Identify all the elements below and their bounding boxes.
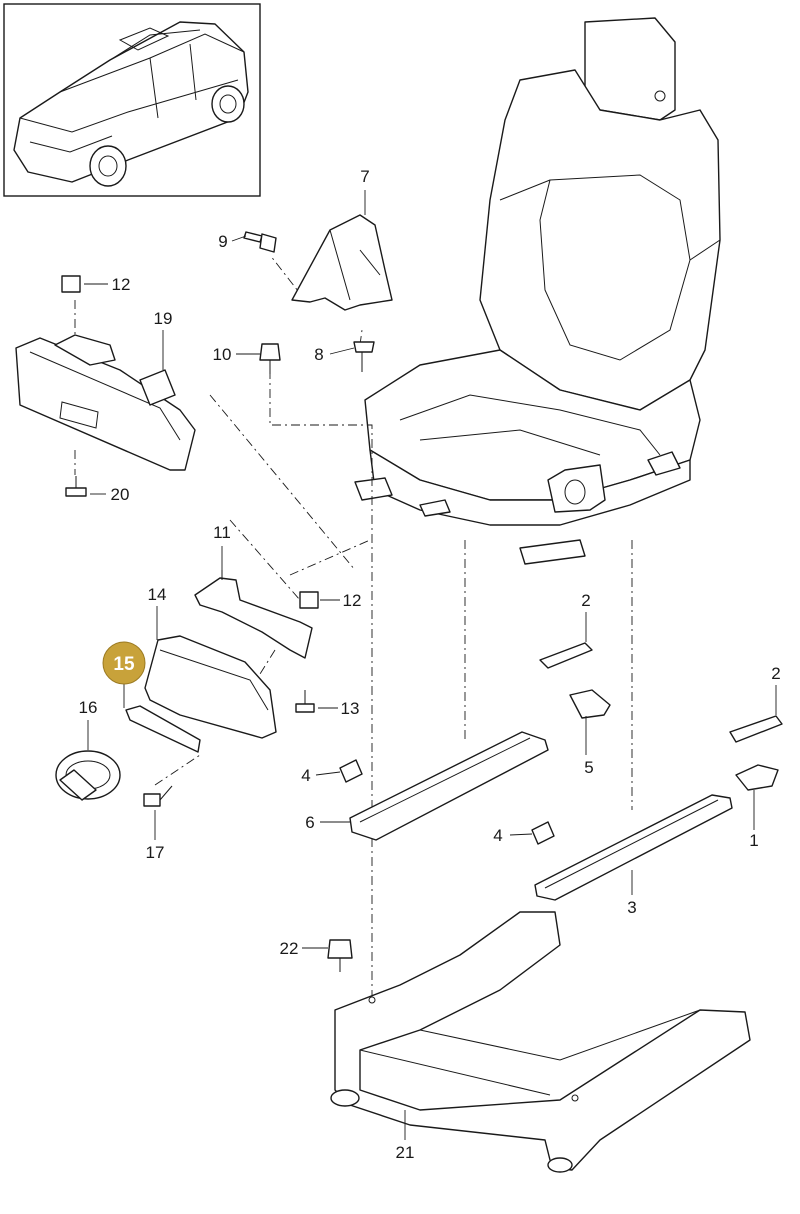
callout-2-upper: 2 (581, 591, 590, 610)
callout-19: 19 (154, 309, 173, 328)
callout-6: 6 (305, 813, 314, 832)
part-7-cover (291, 214, 393, 311)
callout-2-lower: 2 (771, 664, 780, 683)
callout-14: 14 (148, 585, 167, 604)
part-3-rail (534, 794, 733, 901)
part-15-trim-strip (125, 705, 201, 753)
part-21-frame (330, 911, 751, 1173)
part-2-cap-upper (539, 642, 593, 669)
callout-11: 11 (213, 523, 231, 542)
callout-8: 8 (314, 345, 323, 364)
part-14-cover (144, 635, 277, 739)
callout-10: 10 (213, 345, 232, 364)
part-1-guide (735, 764, 779, 791)
part-16-strap (55, 750, 121, 801)
part-10-bolt (259, 343, 281, 374)
callout-labels: 7 9 12 19 10 8 20 11 14 12 13 16 17 2 5 … (79, 167, 781, 1162)
callout-4-upper: 4 (301, 766, 310, 785)
part-13-screw (295, 690, 315, 713)
part-11-bracket (194, 570, 313, 659)
part-19-trim-panel (15, 334, 196, 471)
part-6-rail (349, 731, 549, 841)
part-4-end-cap-upper (339, 759, 363, 783)
callout-17: 17 (146, 843, 165, 862)
leader-lines (84, 190, 777, 1140)
callout-12-upper: 12 (112, 275, 131, 294)
callout-21: 21 (396, 1143, 415, 1162)
part-8-pin (353, 341, 375, 372)
part-20-screw (65, 476, 87, 497)
callout-5: 5 (584, 758, 593, 777)
part-9-screw (243, 231, 277, 253)
part-5-guide (569, 689, 611, 719)
callout-3: 3 (627, 898, 636, 917)
callout-20: 20 (111, 485, 130, 504)
callout-12-lower: 12 (343, 591, 362, 610)
assembly-guides (74, 254, 633, 1000)
vehicle-thumbnail (3, 3, 261, 197)
seat-illustration (354, 17, 721, 565)
callout-9: 9 (218, 232, 227, 251)
callout-4-lower: 4 (493, 826, 502, 845)
callout-22: 22 (280, 939, 299, 958)
part-22-bolt (327, 939, 353, 972)
highlighted-callout-15-label: 15 (113, 654, 135, 675)
part-2-cap-lower (729, 715, 783, 743)
part-12-clip-lower (299, 591, 319, 609)
callout-13: 13 (341, 699, 360, 718)
highlighted-callout-15[interactable]: 15 (102, 641, 146, 685)
part-12-clip-upper (61, 275, 81, 293)
part-4-end-cap-lower (531, 821, 555, 845)
callout-1: 1 (749, 831, 758, 850)
callout-16: 16 (79, 698, 98, 717)
callout-7: 7 (360, 167, 369, 186)
part-17-screw (143, 785, 173, 807)
